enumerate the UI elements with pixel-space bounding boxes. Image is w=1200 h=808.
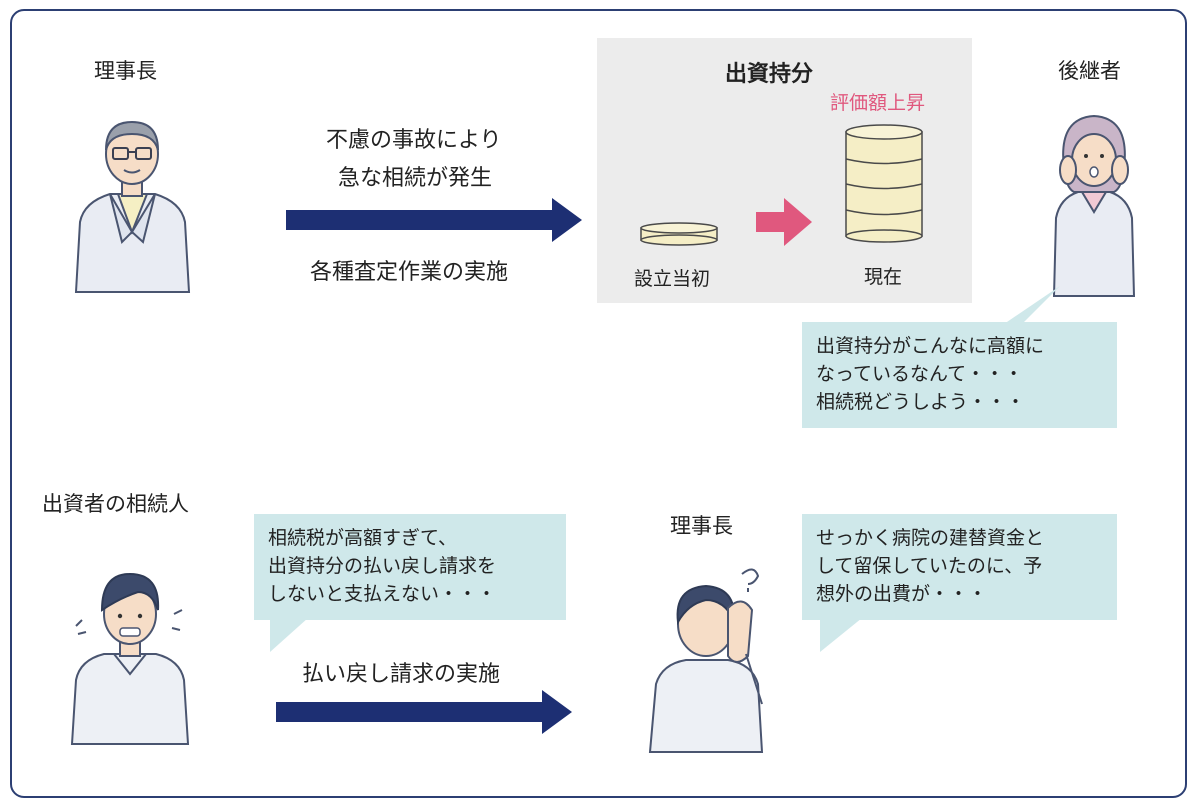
heir-speech-bubble: 相続税が高額すぎて、 出資持分の払い戻し請求を しないと支払えない・・・ <box>254 514 566 620</box>
accident-line-1: 不慮の事故により <box>326 128 502 153</box>
successor-figure-icon <box>1052 114 1136 297</box>
diagram-frame <box>10 9 1187 798</box>
refund-request-label: 払い戻し請求の実施 <box>302 662 501 687</box>
arrow-right-icon <box>286 198 582 242</box>
successor-speech-line-2: なっているなんて・・・ <box>816 363 1024 385</box>
chairman-speech-line-1: せっかく病院の建替資金と <box>816 527 1045 549</box>
equity-panel-title: 出資持分 <box>725 62 814 87</box>
bubble-tail-successor <box>1004 286 1060 324</box>
chairman-speech-line-2: して留保していたのに、予 <box>816 555 1043 577</box>
heir-figure-icon <box>70 572 190 745</box>
coin-single-icon <box>640 222 718 246</box>
chairman-label-top: 理事長 <box>94 59 157 83</box>
worried-chairman-figure-icon <box>648 568 764 753</box>
heir-speech-line-3: しないと支払えない・・・ <box>268 583 497 605</box>
current-caption: 現在 <box>864 266 903 288</box>
chairman-label-bottom: 理事長 <box>670 514 733 538</box>
chairman-speech-line-3: 想外の出費が・・・ <box>816 583 988 605</box>
bubble-tail-heir <box>270 618 308 652</box>
chairman-speech-bubble: せっかく病院の建替資金と して留保していたのに、予 想外の出費が・・・ <box>802 514 1117 620</box>
valuation-rise-label: 評価額上昇 <box>830 92 926 114</box>
arrow-pink-icon <box>756 198 812 246</box>
accident-line-2: 急な相続が発生 <box>338 166 493 191</box>
founding-caption: 設立当初 <box>634 268 711 290</box>
heir-speech-line-1: 相続税が高額すぎて、 <box>268 527 458 549</box>
successor-label: 後継者 <box>1058 59 1121 83</box>
heir-speech-line-2: 出資持分の払い戻し請求を <box>268 555 497 577</box>
chairman-figure-icon <box>74 120 191 293</box>
assessment-label: 各種査定作業の実施 <box>310 260 509 285</box>
successor-speech-bubble: 出資持分がこんなに高額に なっているなんて・・・ 相続税どうしよう・・・ <box>802 322 1117 428</box>
successor-speech-line-1: 出資持分がこんなに高額に <box>816 335 1045 357</box>
coin-stack-icon <box>845 124 923 243</box>
arrow-right-icon-2 <box>276 690 572 734</box>
bubble-tail-chairman <box>820 618 862 652</box>
successor-speech-line-3: 相続税どうしよう・・・ <box>816 391 1026 413</box>
investor-heir-label: 出資者の相続人 <box>42 492 189 516</box>
